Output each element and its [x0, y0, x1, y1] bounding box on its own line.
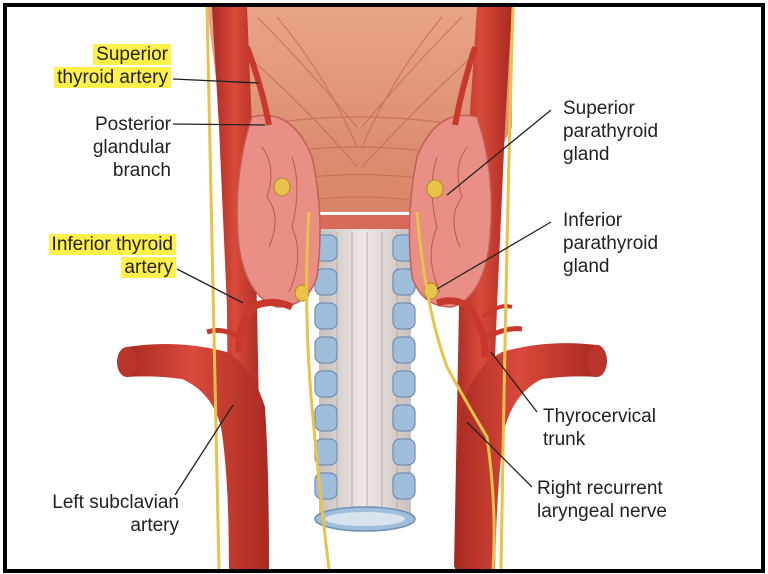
label-thyrocervical-trunk: Thyrocervical trunk [543, 405, 733, 451]
right-superior-parathyroid [427, 180, 443, 198]
left-superior-parathyroid [274, 178, 290, 196]
cricoid-band [313, 215, 417, 229]
label-superior-parathyroid-gland: Superior parathyroid gland [563, 97, 743, 166]
label-right-recurrent-laryngeal-nerve: Right recurrent laryngeal nerve [537, 477, 737, 523]
label-inferior-parathyroid-gland: Inferior parathyroid gland [563, 209, 743, 278]
label-inferior-thyroid-artery: Inferior thyroid artery [13, 233, 176, 279]
anatomy-figure-frame: Superior thyroid artery Posterior glandu… [3, 3, 765, 573]
right-subclavian-artery [455, 343, 597, 569]
label-superior-thyroid-artery: Superior thyroid artery [31, 43, 171, 89]
label-posterior-glandular-branch: Posterior glandular branch [31, 113, 171, 182]
label-left-subclavian-artery: Left subclavian artery [13, 491, 179, 537]
